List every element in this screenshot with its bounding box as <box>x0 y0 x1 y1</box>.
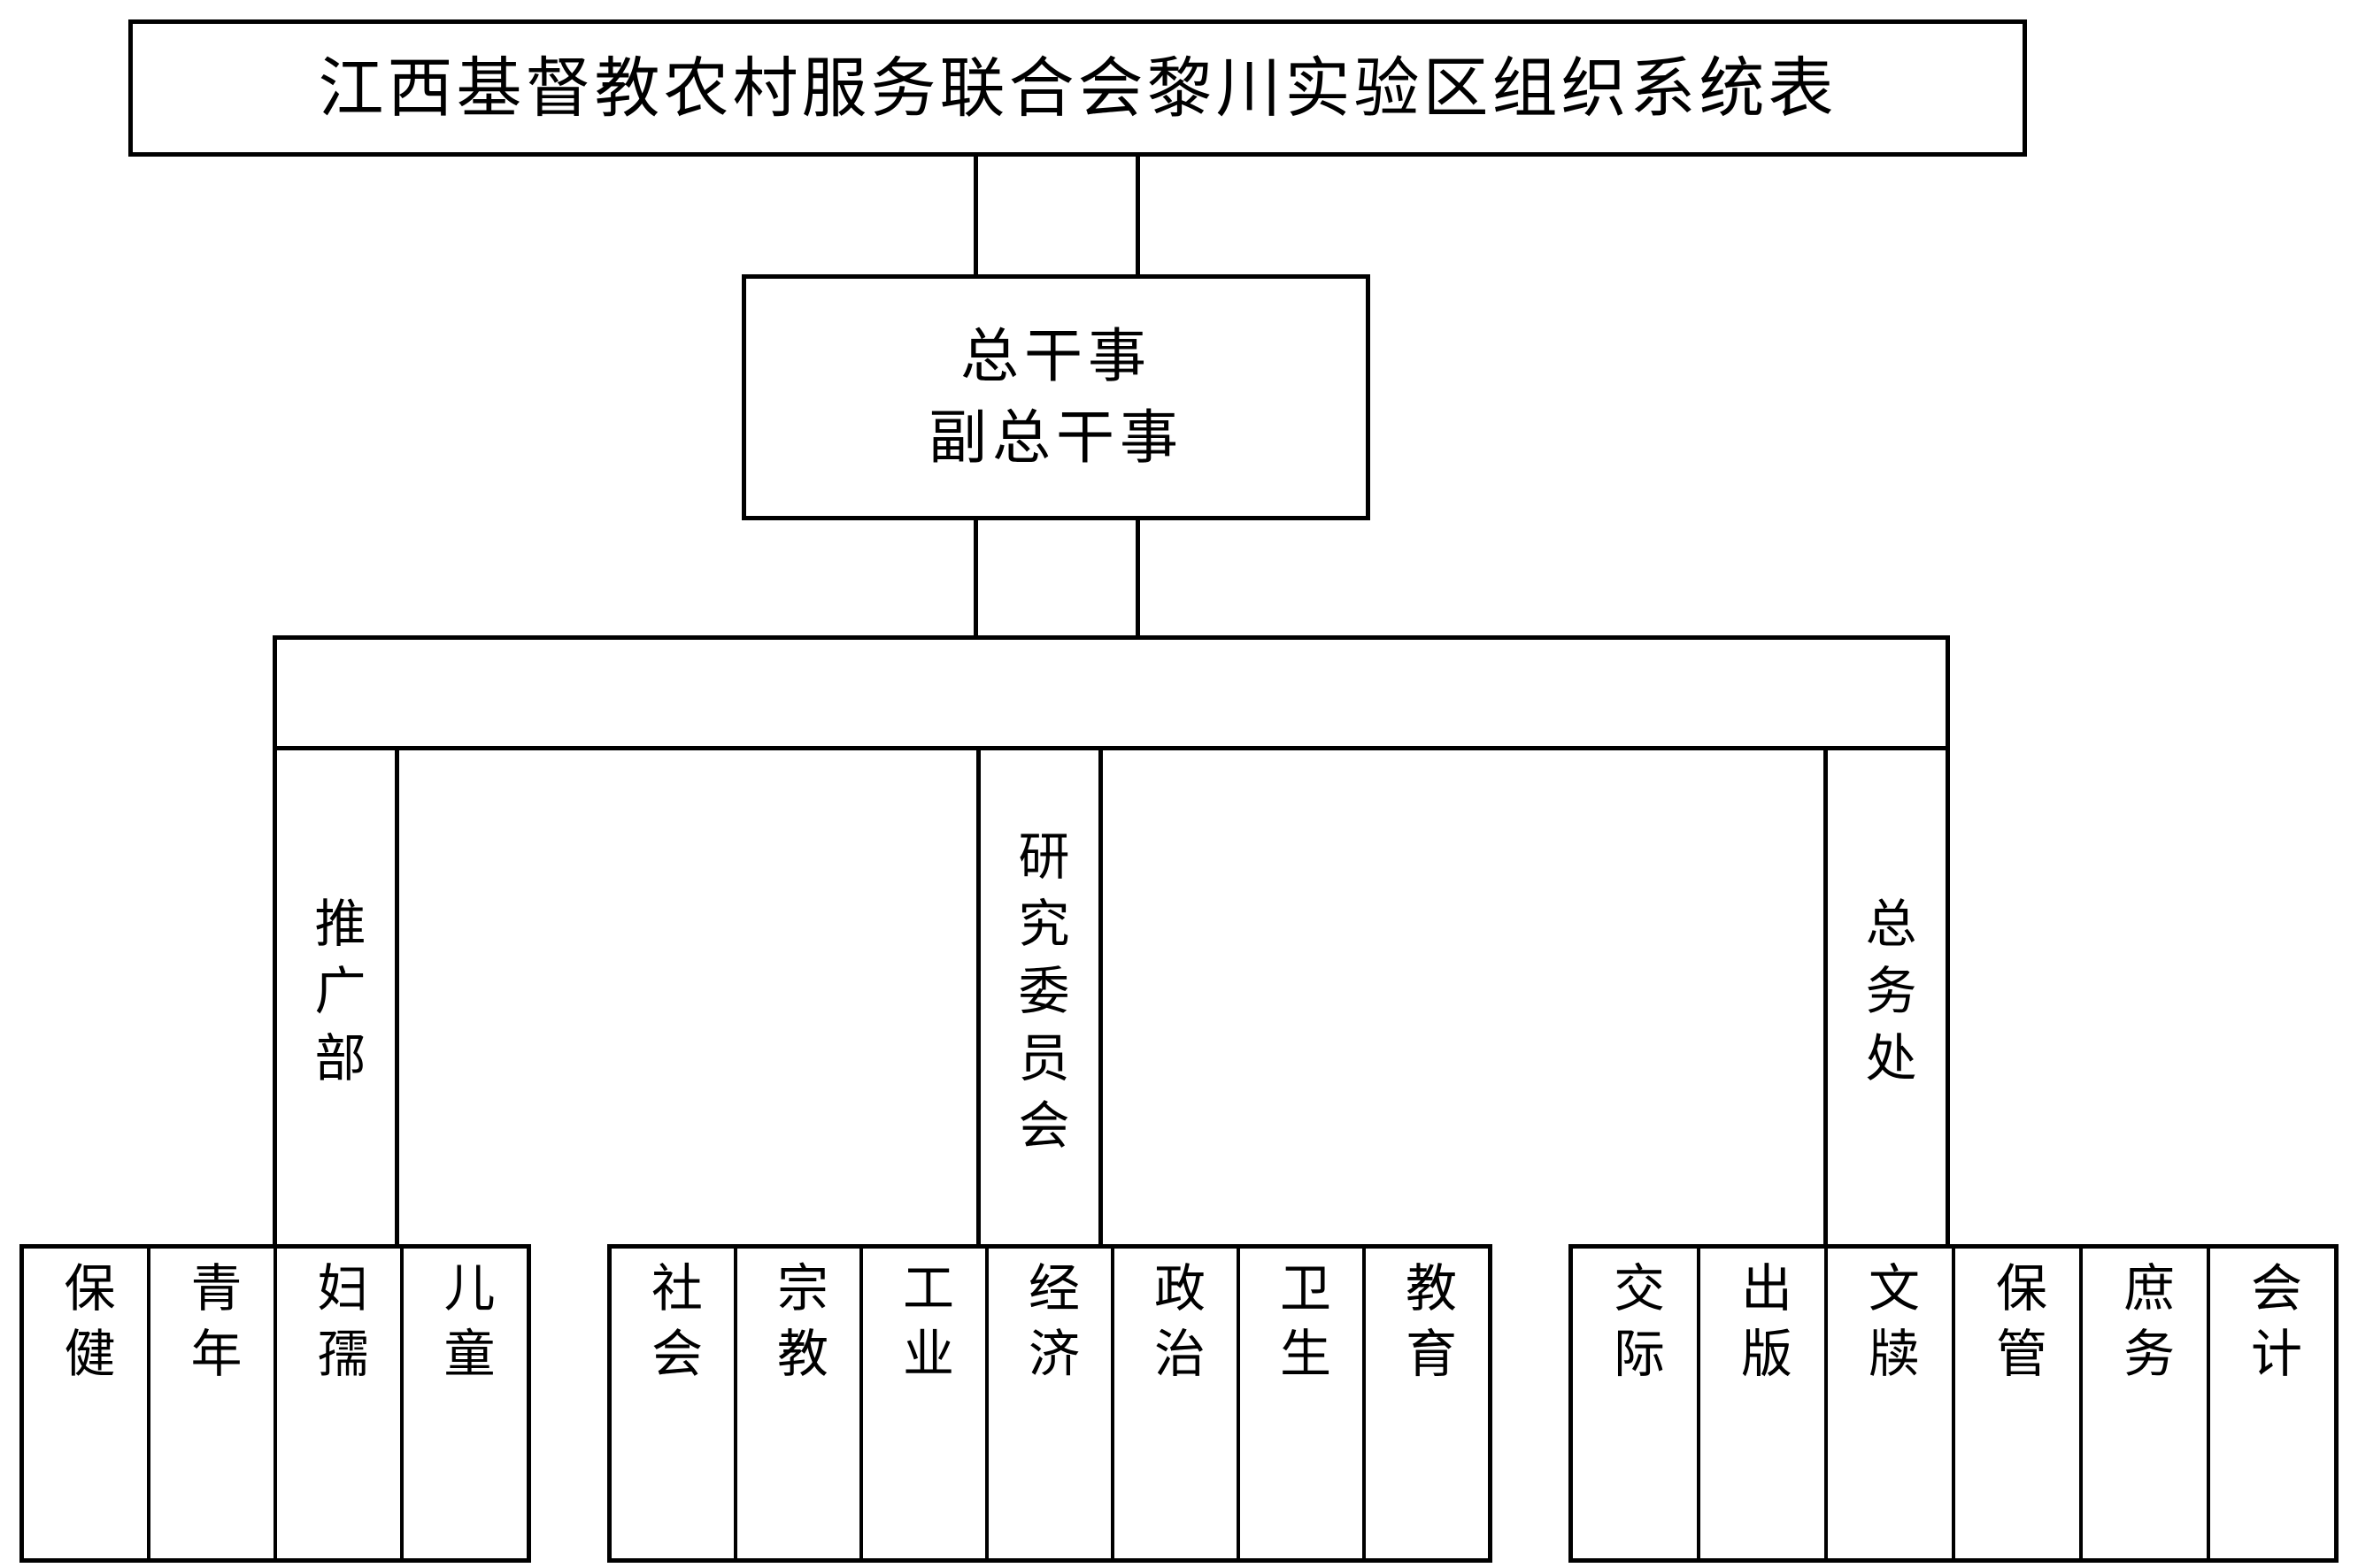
distribution-bar <box>273 635 1950 750</box>
leaf-group-extension: 保健 青年 妇孺 儿童 <box>19 1244 531 1563</box>
leaf-cell: 政治 <box>1114 1249 1240 1558</box>
connector-rail-right <box>1136 516 1140 638</box>
org-title-box: 江西基督教农村服务联合会黎川实验区组织系统表 <box>128 19 2027 157</box>
leaf-cell: 出版 <box>1700 1249 1828 1558</box>
leaf-cell: 卫生 <box>1240 1249 1366 1558</box>
leaf-label: 妇孺 <box>308 1261 369 1392</box>
leaf-cell: 保健 <box>24 1249 150 1558</box>
connector-rail-right <box>1136 152 1140 278</box>
connector-rail-left <box>974 152 978 278</box>
leaf-label: 宗教 <box>768 1261 828 1392</box>
leaf-label: 文牍 <box>1860 1261 1920 1392</box>
leaf-cell: 庶务 <box>2083 1249 2210 1558</box>
director-box: 总干事 副总干事 <box>742 274 1370 520</box>
leaf-label: 保管 <box>1987 1261 2047 1392</box>
leaf-cell: 儿童 <box>404 1249 527 1558</box>
director-title-general-secretary: 总干事 <box>960 322 1152 390</box>
leaf-cell: 工业 <box>863 1249 989 1558</box>
leaf-label: 经济 <box>1020 1261 1080 1392</box>
leaf-label: 保健 <box>55 1261 116 1392</box>
department-label-extension: 推广部 <box>305 896 366 1098</box>
leaf-group-research-committee: 社会 宗教 工业 经济 政治 卫生 教育 <box>607 1244 1492 1563</box>
leaf-label: 政治 <box>1145 1261 1206 1392</box>
leaf-label: 卫生 <box>1271 1261 1331 1392</box>
leaf-cell: 青年 <box>150 1249 277 1558</box>
department-label-research-committee: 研究委员会 <box>1009 829 1070 1165</box>
leaf-label: 庶务 <box>2115 1261 2175 1392</box>
page-title: 江西基督教农村服务联合会黎川实验区组织系统表 <box>318 50 1838 127</box>
connector-rail-left <box>974 516 978 638</box>
leaf-group-general-affairs: 交际 出版 文牍 保管 庶务 会计 <box>1568 1244 2339 1563</box>
leaf-cell: 社会 <box>612 1249 737 1558</box>
leaf-cell: 妇孺 <box>277 1249 404 1558</box>
leaf-cell: 文牍 <box>1828 1249 1955 1558</box>
leaf-cell: 保管 <box>1955 1249 2083 1558</box>
leaf-cell: 会计 <box>2210 1249 2334 1558</box>
leaf-cell: 宗教 <box>737 1249 863 1558</box>
connector-director-to-bus <box>974 516 1140 638</box>
department-column-extension: 推广部 <box>273 750 399 1244</box>
leaf-label: 会计 <box>2242 1261 2302 1392</box>
leaf-label: 儿童 <box>435 1261 496 1392</box>
leaf-label: 社会 <box>643 1261 703 1392</box>
department-column-general-affairs: 总务处 <box>1823 750 1950 1244</box>
leaf-label: 工业 <box>894 1261 954 1392</box>
director-title-deputy-general-secretary: 副总干事 <box>929 404 1183 472</box>
leaf-label: 交际 <box>1605 1261 1665 1392</box>
leaf-cell: 教育 <box>1366 1249 1488 1558</box>
leaf-label: 教育 <box>1397 1261 1457 1392</box>
leaf-cell: 经济 <box>989 1249 1114 1558</box>
leaf-label: 出版 <box>1732 1261 1792 1392</box>
leaf-cell: 交际 <box>1573 1249 1700 1558</box>
connector-title-to-director <box>974 152 1140 278</box>
department-column-research-committee: 研究委员会 <box>976 750 1103 1244</box>
department-label-general-affairs: 总务处 <box>1856 896 1917 1098</box>
leaf-label: 青年 <box>181 1261 243 1392</box>
